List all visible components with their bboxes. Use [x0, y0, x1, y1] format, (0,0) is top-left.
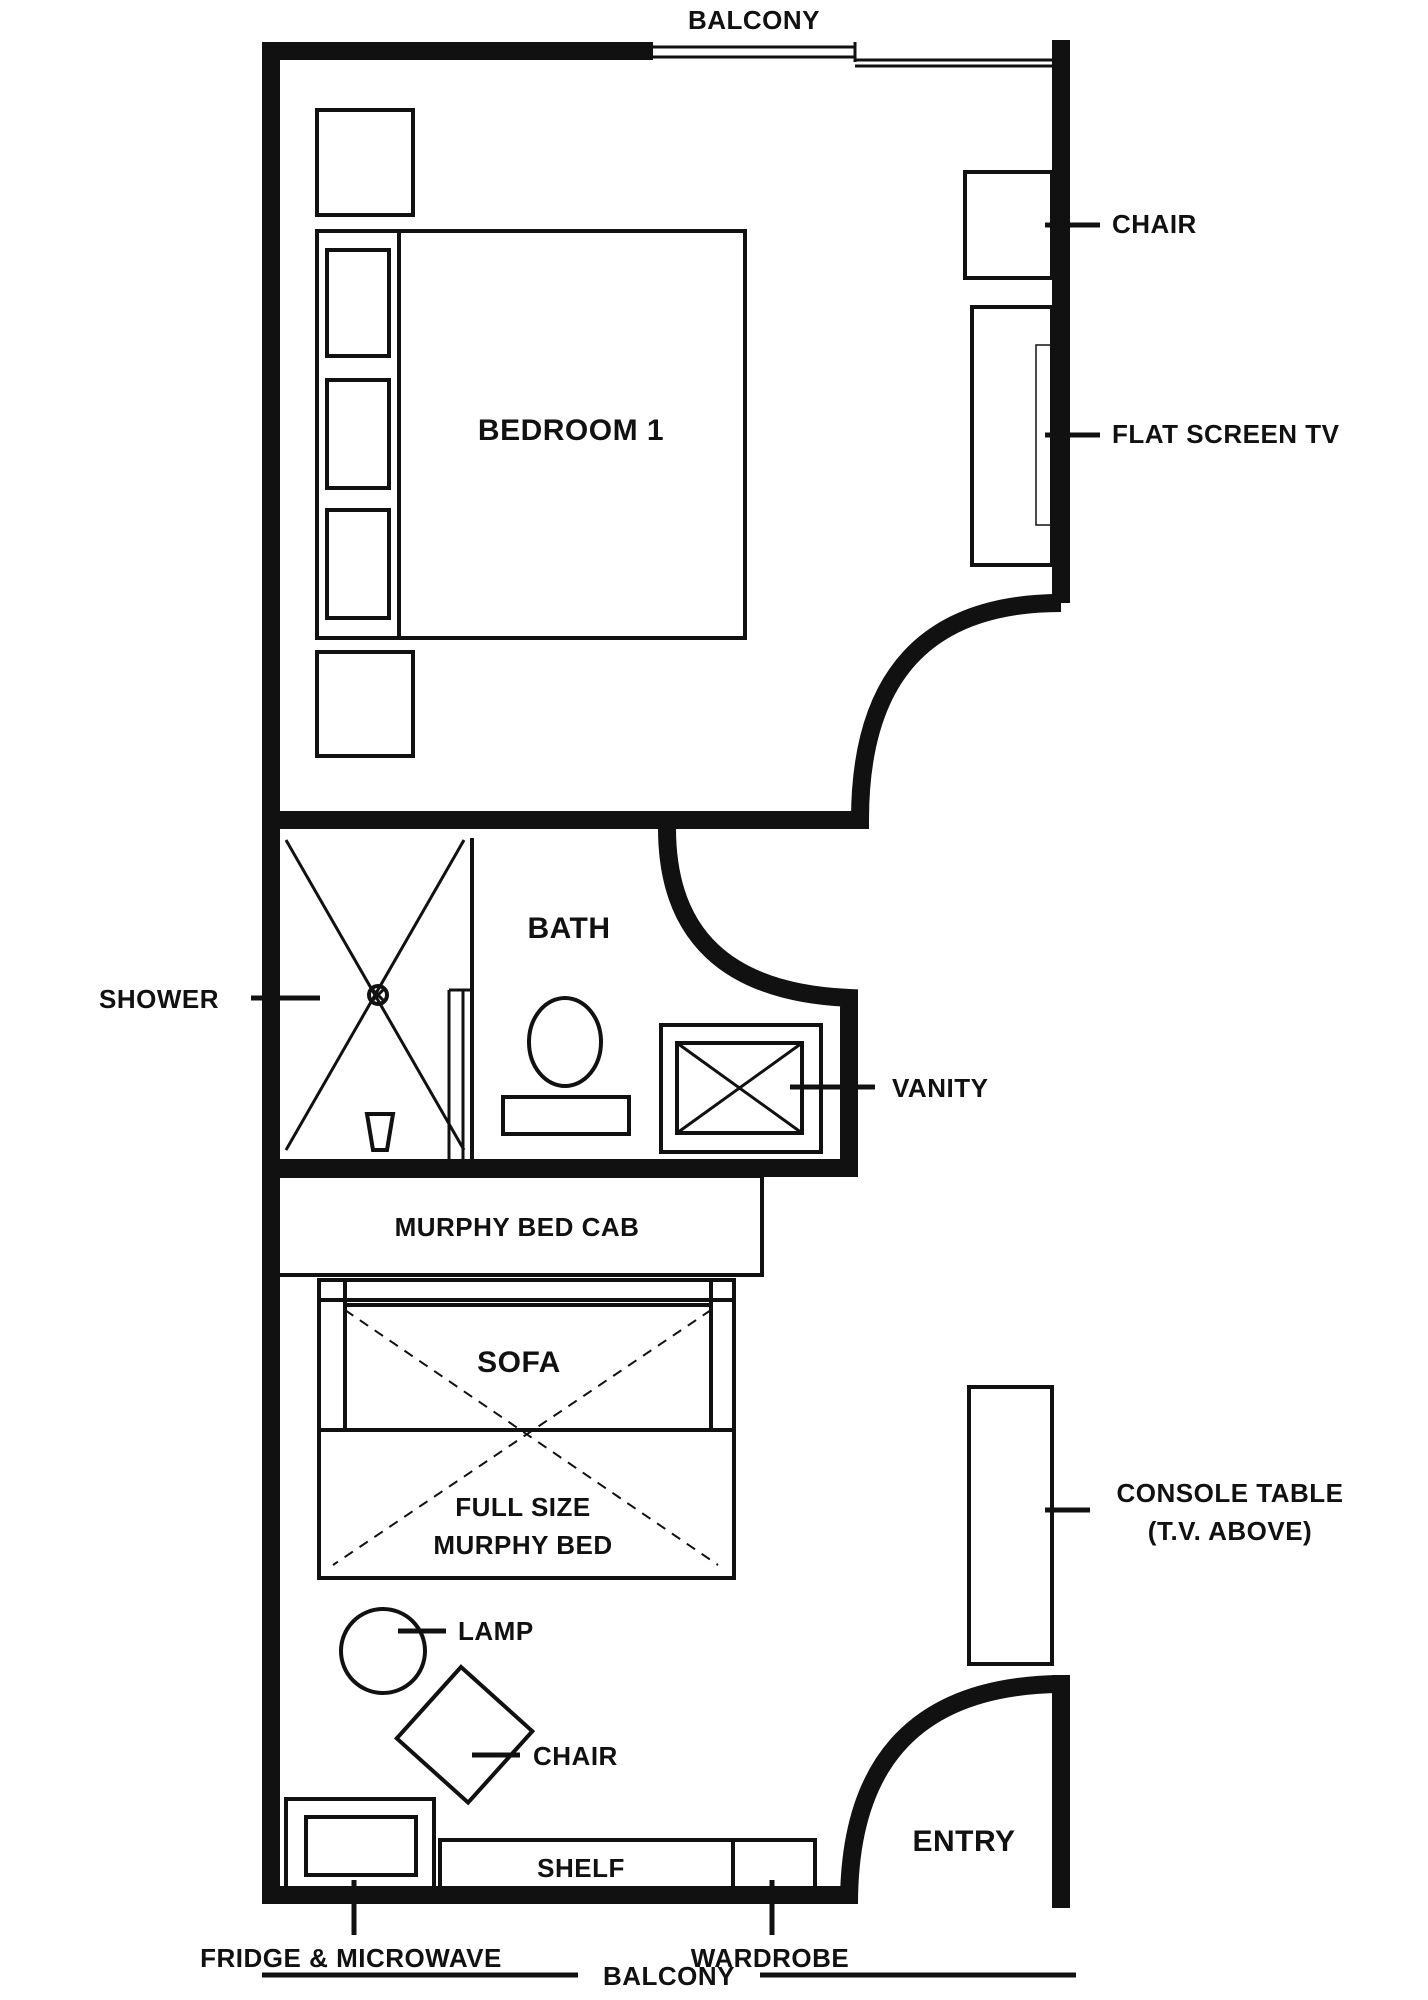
shower-label: SHOWER	[99, 984, 219, 1014]
bath-fixtures	[284, 839, 823, 1154]
console-label-2: (T.V. ABOVE)	[1148, 1516, 1312, 1546]
living-furniture	[269, 1174, 1054, 1897]
pillow-1	[325, 248, 391, 358]
nightstand-bottom	[315, 650, 415, 758]
wardrobe-label: WARDROBE	[691, 1943, 850, 1973]
tv-label: FLAT SCREEN TV	[1112, 419, 1340, 449]
bath-label: BATH	[527, 912, 610, 945]
murphy-bed-cabinet	[269, 1174, 764, 1277]
console-label-1: CONSOLE TABLE	[1116, 1478, 1343, 1508]
shelf-label: SHELF	[537, 1853, 625, 1883]
nightstand-top	[315, 108, 415, 217]
sliding-door-top	[653, 42, 1052, 68]
microwave	[304, 1815, 418, 1877]
lamp-label: LAMP	[458, 1616, 534, 1646]
balcony-top-label: BALCONY	[688, 5, 820, 35]
murphy-bed-label-2: MURPHY BED	[433, 1530, 612, 1560]
toilet-bowl	[527, 996, 603, 1088]
bedroom-south-wall	[262, 594, 1062, 829]
murphy-bed-label-1: FULL SIZE	[455, 1492, 590, 1522]
pillow-2	[325, 378, 391, 490]
headboard	[315, 229, 401, 640]
shower-bench-icon	[364, 1112, 396, 1152]
pillow-3	[325, 508, 391, 620]
sofa-label: SOFA	[477, 1346, 561, 1379]
entry-label: ENTRY	[912, 1825, 1015, 1858]
shower-drain-icon	[367, 984, 389, 1006]
bedroom-furniture	[315, 108, 1054, 758]
shower-glass	[447, 990, 465, 1160]
balcony-bottom-label: BALCONY	[603, 1961, 735, 1991]
lamp-icon	[339, 1607, 427, 1695]
leader-lines	[251, 222, 1100, 1978]
living-chair-label: CHAIR	[533, 1741, 618, 1771]
bedroom-chair-label: CHAIR	[1112, 209, 1197, 239]
entry-door-arc	[840, 1675, 1062, 1905]
labels: BALCONY CHAIR FLAT SCREEN TV BEDROOM 1 B…	[99, 5, 1343, 1991]
bedroom-label: BEDROOM 1	[478, 414, 664, 447]
bedroom-chair	[963, 170, 1054, 280]
walls	[262, 40, 1070, 1908]
bath-wall	[262, 827, 858, 1177]
vanity-label: VANITY	[892, 1073, 988, 1103]
toilet-tank	[501, 1095, 631, 1136]
murphy-cab-label: MURPHY BED CAB	[395, 1212, 640, 1242]
fridge-label: FRIDGE & MICROWAVE	[200, 1943, 502, 1973]
fridge-cabinet	[284, 1797, 436, 1897]
shower-x	[284, 839, 466, 1151]
console-table	[967, 1385, 1054, 1666]
living-chair	[393, 1664, 536, 1806]
vanity-sink-x	[676, 1041, 803, 1135]
murphy-bed-fold-x	[332, 1309, 719, 1566]
